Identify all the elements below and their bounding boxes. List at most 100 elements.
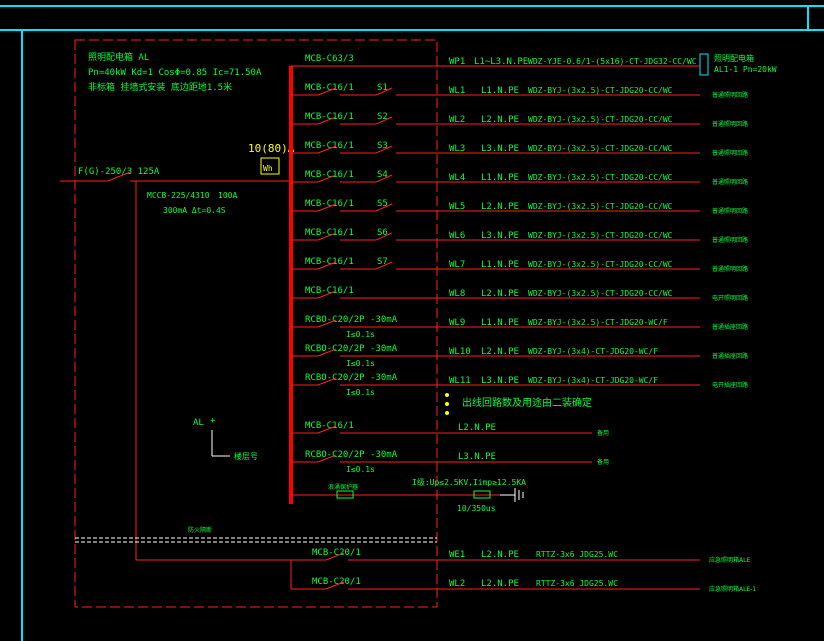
note-dot xyxy=(445,402,449,406)
circuit-use: 普通照明回路 xyxy=(712,265,748,273)
circuit-use: 普通照明回路 xyxy=(712,120,748,128)
circuit-phase: L1.N.PE xyxy=(481,173,519,183)
emergency-breaker-label: MCB-C20/1 xyxy=(312,548,361,558)
circuit-cable: WDZ-BYJ-(3x2.5)-CT-JDG20-CC/WC xyxy=(528,231,673,240)
circuit-phase: L1.N.PE xyxy=(481,260,519,270)
circuit-code: WL8 xyxy=(449,289,465,299)
incoming-switch xyxy=(107,171,131,182)
breaker-switch xyxy=(317,348,337,357)
circuit-breaker-label: MCB-C16/1 xyxy=(305,199,354,209)
spare-breaker-label: RCBO-C20/2P -30mA xyxy=(305,450,398,460)
circuit-phase: L3.N.PE xyxy=(481,144,519,154)
surge-spec: I级:Up≤2.5KV,Iimp≥12.5KA xyxy=(412,477,526,487)
meter-box xyxy=(260,157,280,175)
breaker-switch xyxy=(317,87,337,96)
circuit-cable: WDZ-BYJ-(3x2.5)-CT-JDG20-CC/WC xyxy=(528,173,673,182)
panel-install: 非标箱 挂墙式安装 底边距地1.5米 xyxy=(88,81,232,93)
feed-out-breaker: MCB-C63/3 xyxy=(305,54,354,64)
circuit-code: WL6 xyxy=(449,231,465,241)
circuit-breaker-label: MCB-C16/1 xyxy=(305,228,354,238)
spare-use: 备用 xyxy=(597,429,609,437)
rcd-spec-label: 300mA Δt=0.4S xyxy=(163,206,226,215)
circuit-use: 普通照明回路 xyxy=(712,91,748,99)
emergency-phase: L2.N.PE xyxy=(481,579,519,589)
rcbo-trip-label: I≤0.1s xyxy=(346,330,375,339)
circuit-breaker-label: RCBO-C20/2P -30mA xyxy=(305,315,398,325)
rcd-rating-label: 100A xyxy=(218,191,237,200)
circuit-breaker-label: RCBO-C20/2P -30mA xyxy=(305,344,398,354)
circuit-breaker-label: MCB-C16/1 xyxy=(305,83,354,93)
switch-label: S6 xyxy=(377,228,388,238)
rcbo-trip-label: I≤0.1s xyxy=(346,388,375,397)
breaker-switch xyxy=(317,145,337,154)
local-switch xyxy=(375,261,393,270)
circuit-cable: WDZ-BYJ-(3x2.5)-CT-JDG20-CC/WC xyxy=(528,115,673,124)
switch-label: S1 xyxy=(377,83,388,93)
circuit-use: 普通照明回路 xyxy=(712,149,748,157)
breaker-switch xyxy=(325,552,345,561)
breaker-switch xyxy=(317,377,337,386)
breaker-switch xyxy=(317,174,337,183)
breaker-switch xyxy=(317,261,337,270)
circuit-phase: L3.N.PE xyxy=(481,376,519,386)
circuit-cable: WDZ-BYJ-(3x4)-CT-JDG20-WC/F xyxy=(528,347,658,356)
note-dot xyxy=(445,393,449,397)
circuit-use: 普通照明回路 xyxy=(712,236,748,244)
circuit-code: WL11 xyxy=(449,376,471,386)
circuit-breaker-label: RCBO-C20/2P -30mA xyxy=(305,373,398,383)
local-switch xyxy=(375,116,393,125)
note-dot xyxy=(445,411,449,415)
circuit-code: WL4 xyxy=(449,173,465,183)
surge-box-left xyxy=(336,490,354,499)
local-switch xyxy=(375,87,393,96)
switch-label: S7 xyxy=(377,257,388,267)
legend-plus: + xyxy=(210,416,216,426)
switch-label: S2 xyxy=(377,112,388,122)
circuit-breaker-label: MCB-C16/1 xyxy=(305,257,354,267)
circuit-note: 出线回路数及用途由二装确定 xyxy=(462,396,592,409)
breaker-switch xyxy=(317,116,337,125)
breaker-switch xyxy=(317,232,337,241)
circuit-breaker-label: MCB-C16/1 xyxy=(305,141,354,151)
spare-phase: L2.N.PE xyxy=(458,423,496,433)
emergency-target: 应急照明箱ALE-1 xyxy=(709,585,756,593)
breaker-switch xyxy=(317,319,337,328)
breaker-switch xyxy=(317,454,337,463)
circuit-phase: L1.N.PE xyxy=(481,318,519,328)
meter-rating: 10(80)A xyxy=(248,142,295,155)
circuit-cable: WDZ-BYJ-(3x2.5)-CT-JDG20-CC/WC xyxy=(528,289,673,298)
surge-box-right xyxy=(473,490,491,499)
breaker-switch xyxy=(317,290,337,299)
circuit-phase: L2.N.PE xyxy=(481,347,519,357)
incoming-breaker-label: F(G)-250/3 125A xyxy=(78,167,160,177)
feed-out-target-sub: AL1-1 Pn=20kW xyxy=(714,65,777,74)
circuit-phase: L3.N.PE xyxy=(481,231,519,241)
legend-floor: 楼层号 xyxy=(234,451,258,461)
legend-code: AL xyxy=(193,418,204,428)
circuit-code: WL1 xyxy=(449,86,465,96)
spare-use: 备用 xyxy=(597,458,609,466)
emergency-cable: RTTZ-3x6 JDG25.WC xyxy=(536,550,618,559)
breaker-switch xyxy=(317,203,337,212)
emergency-code: WL2 xyxy=(449,579,465,589)
circuit-cable: WDZ-BYJ-(3x2.5)-CT-JDG20-CC/WC xyxy=(528,86,673,95)
emergency-breaker-label: MCB-C20/1 xyxy=(312,577,361,587)
panel-params: Pn=40kW Kd=1 CosΦ=0.85 Ic=71.50A xyxy=(88,68,262,78)
circuit-code: WL3 xyxy=(449,144,465,154)
circuit-cable: WDZ-BYJ-(3x2.5)-CT-JDG20-CC/WC xyxy=(528,260,673,269)
circuit-code: WL9 xyxy=(449,318,465,328)
circuit-phase: L2.N.PE xyxy=(481,202,519,212)
circuit-cable: WDZ-BYJ-(3x2.5)-CT-JDG20-CC/WC xyxy=(528,144,673,153)
rcd-model-label: MCCB-225/4310 xyxy=(147,191,210,200)
